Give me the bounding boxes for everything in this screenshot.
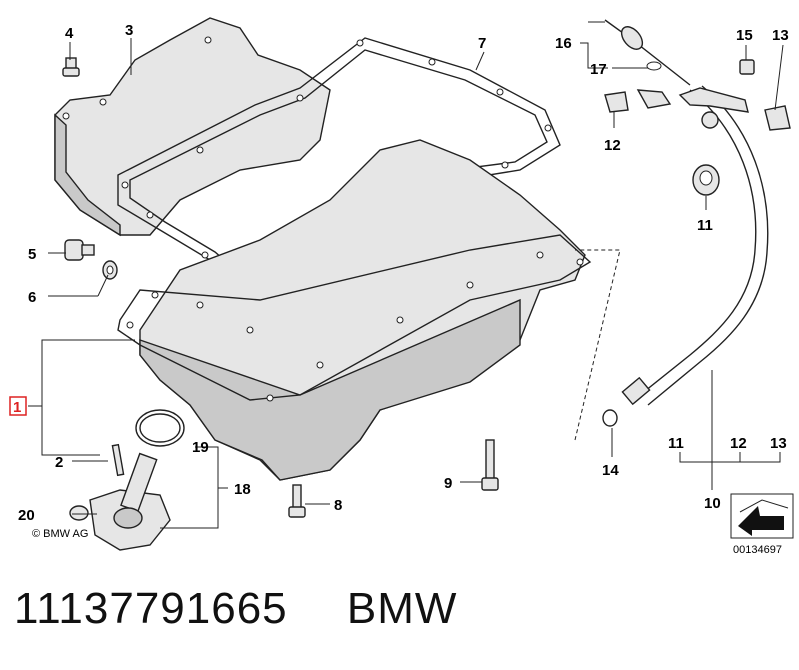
part-19-oring bbox=[135, 409, 185, 447]
part-1-oil-pan bbox=[117, 139, 592, 481]
orientation-arrow-box bbox=[730, 493, 794, 539]
part-15-nut bbox=[739, 59, 755, 75]
footer: 11137791665 BMW bbox=[14, 584, 794, 644]
part-8-bolt bbox=[288, 484, 306, 518]
part-18-oil-level-sensor bbox=[89, 452, 171, 551]
callout-18[interactable]: 18 bbox=[234, 481, 251, 498]
callout-15[interactable]: 15 bbox=[736, 27, 753, 44]
callout-9[interactable]: 9 bbox=[444, 475, 452, 492]
callout-labels: 1 2 3 4 5 6 7 8 9 10 11 11 12 12 13 13 1… bbox=[9, 22, 789, 524]
part-4-bolt bbox=[62, 57, 80, 77]
callout-1[interactable]: 1 bbox=[13, 399, 21, 416]
callout-2[interactable]: 2 bbox=[55, 454, 63, 471]
callout-17[interactable]: 17 bbox=[590, 61, 607, 78]
part-number: 11137791665 bbox=[14, 584, 288, 633]
callout-4[interactable]: 4 bbox=[65, 25, 74, 42]
part-10-dipstick-tube bbox=[621, 85, 769, 406]
callout-12[interactable]: 12 bbox=[604, 137, 621, 154]
callout-19[interactable]: 19 bbox=[192, 439, 209, 456]
callout-20[interactable]: 20 bbox=[18, 507, 35, 524]
brand-name: BMW bbox=[346, 584, 458, 633]
callout-11[interactable]: 11 bbox=[697, 217, 713, 234]
callout-13[interactable]: 13 bbox=[772, 27, 789, 44]
diagram-id: 00134697 bbox=[733, 544, 782, 556]
parts-diagram: 1 2 3 4 5 6 7 8 9 10 11 11 12 12 13 13 1… bbox=[9, 17, 794, 556]
callout-8[interactable]: 8 bbox=[334, 497, 342, 514]
part-16-dipstick bbox=[604, 19, 691, 109]
part-12-bracket bbox=[604, 91, 629, 113]
callout-16[interactable]: 16 bbox=[555, 35, 572, 52]
callout-13-group[interactable]: 13 bbox=[770, 435, 787, 452]
part-9-bolt bbox=[481, 439, 499, 491]
copyright-text: © BMW AG bbox=[32, 528, 88, 540]
part-3-cover-plate bbox=[54, 17, 331, 237]
callout-14[interactable]: 14 bbox=[602, 462, 619, 479]
part-5-drain-plug bbox=[64, 239, 95, 261]
callout-12-group[interactable]: 12 bbox=[730, 435, 747, 452]
part-2-pin bbox=[111, 443, 125, 477]
highlight-box bbox=[9, 396, 27, 416]
part-14-o-ring bbox=[602, 409, 618, 427]
leader-lines bbox=[28, 21, 784, 529]
part-11-grommet bbox=[692, 164, 720, 196]
callout-10[interactable]: 10 bbox=[704, 495, 721, 512]
part-20-cap bbox=[69, 505, 89, 521]
callout-5[interactable]: 5 bbox=[28, 246, 36, 263]
callout-11-group[interactable]: 11 bbox=[668, 435, 684, 452]
part-13-clip bbox=[764, 105, 791, 131]
callout-6[interactable]: 6 bbox=[28, 289, 36, 306]
callout-3[interactable]: 3 bbox=[125, 22, 133, 39]
callout-7[interactable]: 7 bbox=[478, 35, 486, 52]
part-6-washer bbox=[102, 260, 118, 280]
